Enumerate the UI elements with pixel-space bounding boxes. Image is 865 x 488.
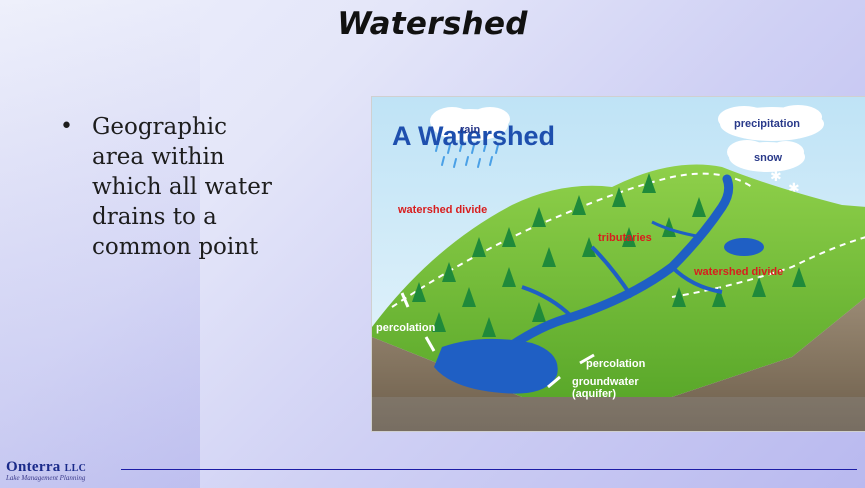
bullet-line: Geographic (92, 114, 228, 140)
aquifer-layer (372, 397, 865, 431)
lake (434, 338, 558, 394)
percolation-arrow-icon (400, 292, 595, 389)
company-suffix: LLC (64, 463, 87, 474)
svg-text:✱: ✱ (788, 181, 800, 197)
company-name-text: Onterra (6, 459, 61, 475)
figure-heading: A Watershed (392, 121, 555, 151)
bullet-line: common point (92, 234, 259, 260)
bullet-list: • Geographic area within which all water… (60, 112, 320, 262)
bullet-dot-icon: • (60, 114, 73, 139)
tributaries-label: tributaries (598, 232, 652, 244)
snow-cloud-icon (727, 140, 805, 172)
bullet-line: area within (92, 144, 225, 170)
watershed-diagram: ✱ ✱ ✱ ✱ ✱ (371, 96, 865, 432)
groundwater-label: groundwater (572, 376, 639, 388)
snow-label: snow (754, 152, 783, 164)
footer-rule (121, 469, 857, 470)
bullet-item: • Geographic area within which all water… (60, 112, 320, 262)
pond (724, 238, 764, 256)
tree-icon (412, 173, 806, 337)
precipitation-label: precipitation (734, 118, 800, 130)
company-name: Onterra LLC (6, 459, 86, 476)
svg-text:✱: ✱ (770, 169, 782, 185)
slide-title: Watershed (337, 6, 528, 42)
percolation-label: percolation (586, 358, 646, 370)
river (477, 174, 734, 372)
bullet-line: drains to a (92, 204, 217, 230)
aquifer-label: (aquifer) (572, 388, 616, 400)
soil-layer (372, 297, 865, 431)
rain-drops-icon (435, 142, 499, 168)
watershed-divide-label: watershed divide (397, 204, 487, 216)
company-logo: Onterra LLC Lake Management Planning (6, 459, 86, 482)
rain-label: rain (460, 124, 480, 136)
company-tagline: Lake Management Planning (6, 474, 86, 482)
rain-cloud-icon (430, 107, 510, 141)
percolation-label: percolation (376, 322, 436, 334)
watershed-divide-label: watershed divide (693, 266, 783, 278)
bullet-line: which all water (92, 174, 272, 200)
precipitation-cloud-icon (718, 105, 824, 141)
